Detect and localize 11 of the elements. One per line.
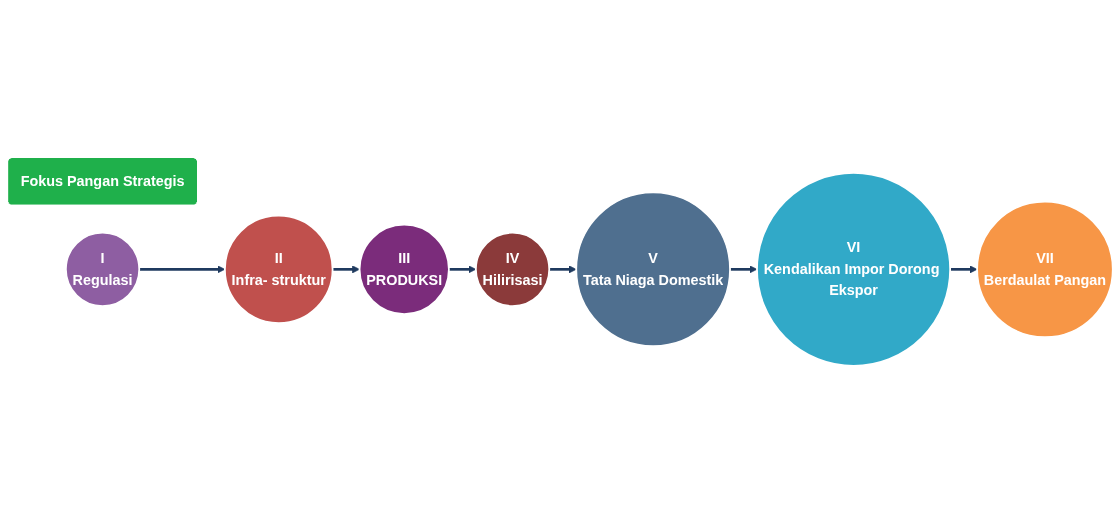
node-circle: I Regulasi [64,231,141,307]
node-circle: V Tata Niaga Domestik [575,191,731,348]
arrow [730,265,758,274]
arrow [549,265,577,274]
node-circle: III PRODUKSI [358,223,450,315]
arrow [950,265,978,274]
arrow [332,265,360,274]
node-circle: VII Berdaulat Pangan [976,200,1114,339]
node-circle: II Infra- struktur [223,214,334,325]
node-circle: IV Hilirisasi [474,231,551,307]
node-circle: VI Kendalikan Impor Dorong Ekspor [756,171,952,367]
